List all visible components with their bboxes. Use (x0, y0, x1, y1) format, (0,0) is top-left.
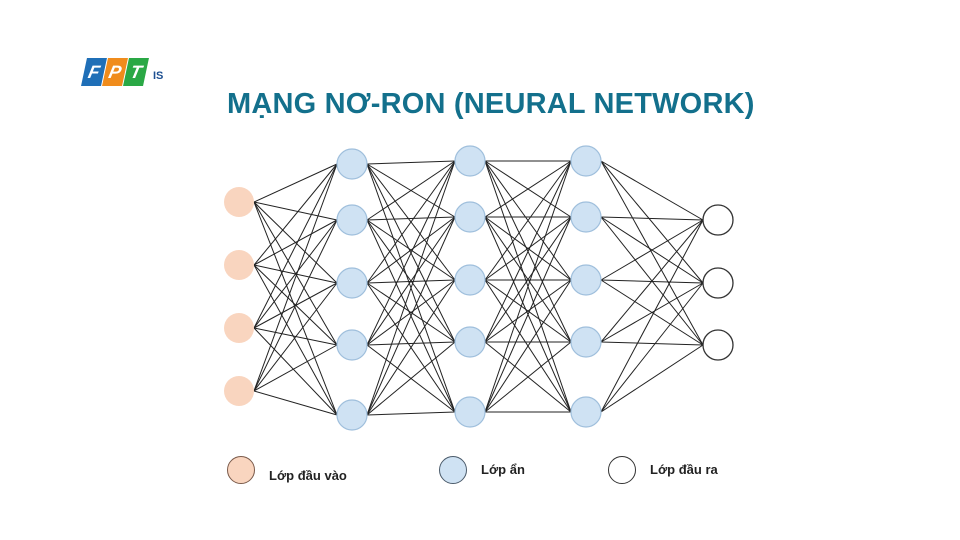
edge-l3-n1-to-n0 (600, 216, 704, 221)
edge-l3-n3-to-n2 (600, 341, 704, 346)
fpt-is-logo: F P T IS (81, 58, 164, 86)
input-node-l0-0 (224, 187, 254, 217)
hidden-node-l1-3 (336, 329, 368, 361)
hidden-node-l3-1 (570, 201, 602, 233)
edge-l2-n1-to-n0 (484, 160, 572, 218)
hidden-node-l3-2 (570, 264, 602, 296)
edge-l1-n2-to-n1 (366, 216, 456, 284)
edge-l1-n2-to-n0 (366, 160, 456, 284)
edge-l1-n1-to-n1 (366, 216, 456, 221)
hidden-node-l2-1 (454, 201, 486, 233)
edge-l1-n0-to-n0 (366, 160, 456, 165)
edge-l2-n3-to-n0 (484, 160, 572, 343)
edge-l0-n2-to-n0 (253, 163, 338, 329)
edge-l0-n3-to-n0 (253, 163, 338, 392)
edge-l0-n0-to-n0 (253, 163, 338, 203)
edge-l0-n3-to-n4 (253, 390, 338, 416)
edge-l3-n4-to-n2 (600, 344, 704, 413)
edge-l0-n1-to-n0 (253, 163, 338, 266)
edge-l0-n3-to-n2 (253, 282, 338, 392)
hidden-node-l1-2 (336, 267, 368, 299)
hidden-node-l1-0 (336, 148, 368, 180)
legend-output-swatch (608, 456, 636, 484)
hidden-node-l2-3 (454, 326, 486, 358)
edge-l2-n3-to-n1 (484, 216, 572, 343)
edge-l1-n4-to-n4 (366, 411, 456, 416)
legend-input-swatch (227, 456, 255, 484)
edge-l2-n2-to-n0 (484, 160, 572, 281)
hidden-node-l2-0 (454, 145, 486, 177)
edge-l2-n2-to-n1 (484, 216, 572, 281)
output-node-l4-1 (702, 267, 734, 299)
edge-l2-n4-to-n0 (484, 160, 572, 413)
output-node-l4-2 (702, 329, 734, 361)
legend-input-label: Lớp đầu vào (269, 467, 347, 483)
edge-l3-n2-to-n0 (600, 219, 704, 281)
edge-l1-n3-to-n3 (366, 341, 456, 346)
hidden-node-l2-2 (454, 264, 486, 296)
edge-l0-n2-to-n4 (253, 327, 338, 416)
hidden-node-l2-4 (454, 396, 486, 428)
hidden-node-l1-4 (336, 399, 368, 431)
edge-l3-n4-to-n0 (600, 219, 704, 413)
edge-l1-n3-to-n0 (366, 160, 456, 346)
network-edges (253, 160, 704, 416)
edge-l0-n0-to-n1 (253, 201, 338, 221)
edge-l3-n0-to-n2 (600, 160, 704, 346)
legend-hidden: Lớp ẩn (439, 456, 525, 484)
edge-l3-n3-to-n0 (600, 219, 704, 343)
edge-l2-n3-to-n2 (484, 279, 572, 343)
input-node-l0-1 (224, 250, 254, 280)
edge-l0-n1-to-n4 (253, 264, 338, 416)
output-node-l4-0 (702, 204, 734, 236)
network-nodes (224, 145, 734, 431)
edge-l1-n4-to-n3 (366, 341, 456, 416)
edge-l1-n3-to-n2 (366, 279, 456, 346)
edge-l0-n3-to-n3 (253, 344, 338, 392)
legend-input: Lớp đầu vào (227, 456, 347, 484)
edge-l1-n3-to-n1 (366, 216, 456, 346)
edge-l0-n3-to-n1 (253, 219, 338, 392)
edge-l3-n0-to-n0 (600, 160, 704, 221)
legend-output: Lớp đầu ra (608, 456, 718, 484)
edge-l2-n4-to-n2 (484, 279, 572, 413)
edge-l2-n4-to-n3 (484, 341, 572, 413)
hidden-node-l3-4 (570, 396, 602, 428)
hidden-node-l3-3 (570, 326, 602, 358)
legend-hidden-label: Lớp ẩn (481, 461, 525, 477)
page-title: MẠNG NƠ-RON (NEURAL NETWORK) (227, 88, 755, 120)
edge-l1-n4-to-n1 (366, 216, 456, 416)
logo-suffix: IS (153, 70, 164, 82)
edge-l1-n1-to-n0 (366, 160, 456, 221)
edge-l0-n2-to-n1 (253, 219, 338, 329)
legend-output-label: Lớp đầu ra (650, 461, 718, 477)
input-node-l0-2 (224, 313, 254, 343)
edge-l1-n4-to-n0 (366, 160, 456, 416)
edge-l3-n0-to-n1 (600, 160, 704, 284)
edge-l2-n4-to-n1 (484, 216, 572, 413)
edge-l0-n1-to-n1 (253, 219, 338, 266)
edge-l1-n4-to-n2 (366, 279, 456, 416)
legend-hidden-swatch (439, 456, 467, 484)
edge-l0-n0-to-n4 (253, 201, 338, 416)
edge-l3-n4-to-n1 (600, 282, 704, 413)
edge-l3-n3-to-n1 (600, 282, 704, 343)
hidden-node-l3-0 (570, 145, 602, 177)
hidden-node-l1-1 (336, 204, 368, 236)
input-node-l0-3 (224, 376, 254, 406)
